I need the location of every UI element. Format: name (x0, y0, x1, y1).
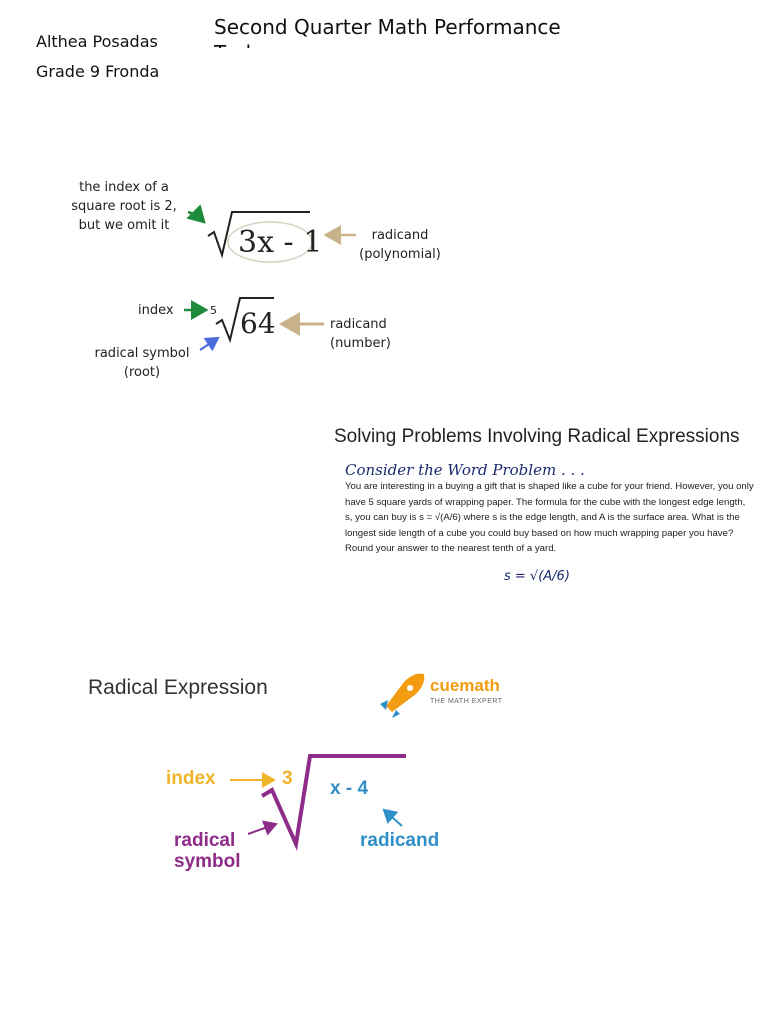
formula-sketch: s = √(A/6) (504, 569, 570, 584)
formula-label: s = √(A/6) (504, 569, 570, 584)
cuemath-index-label: index (166, 768, 216, 789)
grade-section: Grade 9 Fronda (36, 62, 160, 81)
word-problem-body: You are interesting in a buying a gift t… (345, 481, 754, 555)
cuemath-rocket-icon (380, 673, 425, 718)
radical-symbol-label: radical symbol (root) (94, 346, 190, 380)
cuemath-radicand-expression: x - 4 (330, 778, 369, 799)
cuemath-diagram (230, 673, 425, 851)
radicand-number: 64 (240, 307, 276, 340)
cuemath-radicand-label: radicand (360, 830, 440, 851)
blue-arrow-icon (199, 336, 220, 352)
author-name: Althea Posadas (36, 32, 158, 51)
word-problem-heading: Consider the Word Problem . . . (345, 461, 585, 479)
square-root-symbol-icon (207, 211, 310, 259)
radical-symbol-icon (260, 754, 406, 851)
radical-arrow-icon (247, 820, 278, 836)
cuemath-index-value: 3 (282, 768, 293, 789)
index-value: 5 (210, 304, 217, 317)
cuemath-brand: cuemath (430, 676, 500, 695)
index-label: index (138, 303, 174, 318)
green-arrow-icon (186, 204, 206, 224)
word-problem-title: Solving Problems Involving Radical Expre… (334, 426, 740, 447)
cuemath-radical-symbol-label: radical symbol (174, 830, 241, 872)
radical-diagram-1: 3x - 1 (186, 204, 356, 263)
document-title: Second Quarter Math Performance Task (214, 15, 561, 48)
radical-diagram-2: 5 64 (184, 297, 324, 352)
index-omitted-note: the index of a square root is 2, but we … (71, 180, 177, 233)
radicand-number-label: radicand (number) (330, 317, 391, 351)
radicand-arrow-icon (382, 808, 403, 827)
radicand-expression: 3x - 1 (238, 225, 322, 260)
radicand-polynomial-label: radicand (polynomial) (359, 228, 441, 262)
radical-expression-title: Radical Expression (88, 676, 268, 699)
cuemath-tagline: THE MATH EXPERT (430, 698, 503, 705)
document-title-wrap: Second Quarter Math Performance Task (214, 14, 594, 48)
fifth-root-symbol-icon (215, 297, 274, 344)
radicand-circle-icon (227, 221, 313, 263)
